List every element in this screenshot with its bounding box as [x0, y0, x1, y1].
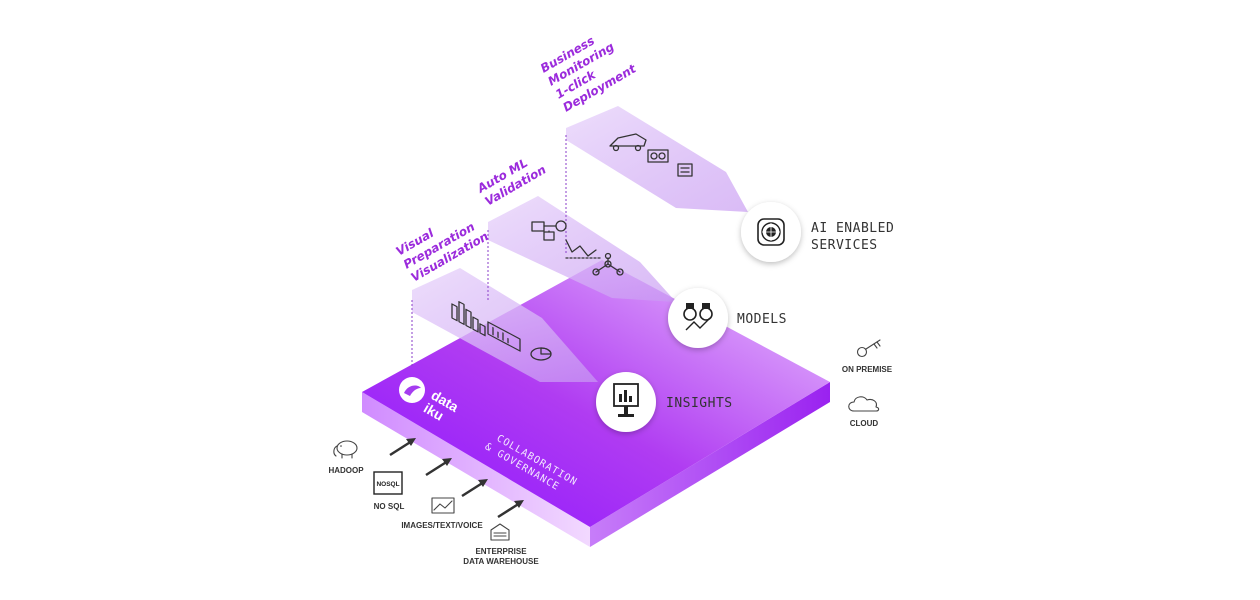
- arrow-hadoop: [389, 438, 416, 457]
- chip-icon: [757, 218, 785, 246]
- network-icon: [592, 252, 624, 276]
- pie-chart-icon: [530, 347, 552, 361]
- elephant-icon: [333, 440, 358, 459]
- cloud-label: CLOUD: [850, 419, 879, 428]
- nosql-badge-icon: [373, 471, 403, 495]
- source-arrows: [389, 438, 524, 519]
- bar-chart-icon: [451, 300, 486, 337]
- warehouse-label-2: DATA WAREHOUSE: [463, 557, 539, 566]
- arrow-images: [461, 479, 488, 498]
- ai-services-label-2: SERVICES: [811, 238, 878, 253]
- on-premise-label: ON PREMISE: [842, 365, 893, 374]
- platform-side-left: [362, 392, 590, 547]
- nosql-label: NO SQL: [374, 502, 405, 511]
- image-icon: [431, 497, 455, 514]
- report-icon: [487, 321, 521, 352]
- platform-side-right: [590, 382, 830, 547]
- hadoop-label: HADOOP: [328, 466, 364, 475]
- flowchart-icon: [531, 220, 567, 241]
- services-beam: [566, 106, 748, 212]
- cloud-option: CLOUD: [848, 396, 880, 428]
- warehouse-source: ENTERPRISE DATA WAREHOUSE: [463, 523, 539, 566]
- insights-label: INSIGHTS: [666, 396, 733, 411]
- key-icon: [856, 339, 881, 358]
- models-label: MODELS: [737, 312, 787, 327]
- hadoop-source: HADOOP: [328, 440, 364, 475]
- images-label: IMAGES/TEXT/VOICE: [401, 521, 483, 530]
- warehouse-label-1: ENTERPRISE: [475, 547, 527, 556]
- insights-node[interactable]: [596, 372, 656, 432]
- kiosk-dashboard-icon: [613, 383, 639, 417]
- binoculars-icon: [683, 303, 713, 331]
- arrow-warehouse: [497, 500, 524, 519]
- cloud-icon: [848, 396, 880, 412]
- ai-services-node[interactable]: [741, 202, 801, 262]
- ai-services-label-1: AI ENABLED: [811, 221, 894, 236]
- arrow-nosql: [425, 458, 452, 477]
- warehouse-icon: [490, 523, 510, 541]
- services-steps: Deployment 1-click Monitoring Business: [538, 34, 639, 115]
- bird-logo-icon: [399, 377, 425, 403]
- device-card-icon: [677, 163, 693, 177]
- radio-icon: [647, 149, 669, 163]
- nosql-source: NOSQL NO SQL: [373, 471, 405, 511]
- models-node[interactable]: [668, 288, 728, 348]
- nosql-badge-text: NOSQL: [376, 481, 399, 488]
- line-graph-icon: [565, 239, 601, 259]
- images-source: IMAGES/TEXT/VOICE: [401, 497, 483, 530]
- on-premise-option: ON PREMISE: [842, 339, 893, 374]
- car-icon: [609, 133, 647, 152]
- insights-steps: Visualization Preparation Visual: [394, 220, 491, 285]
